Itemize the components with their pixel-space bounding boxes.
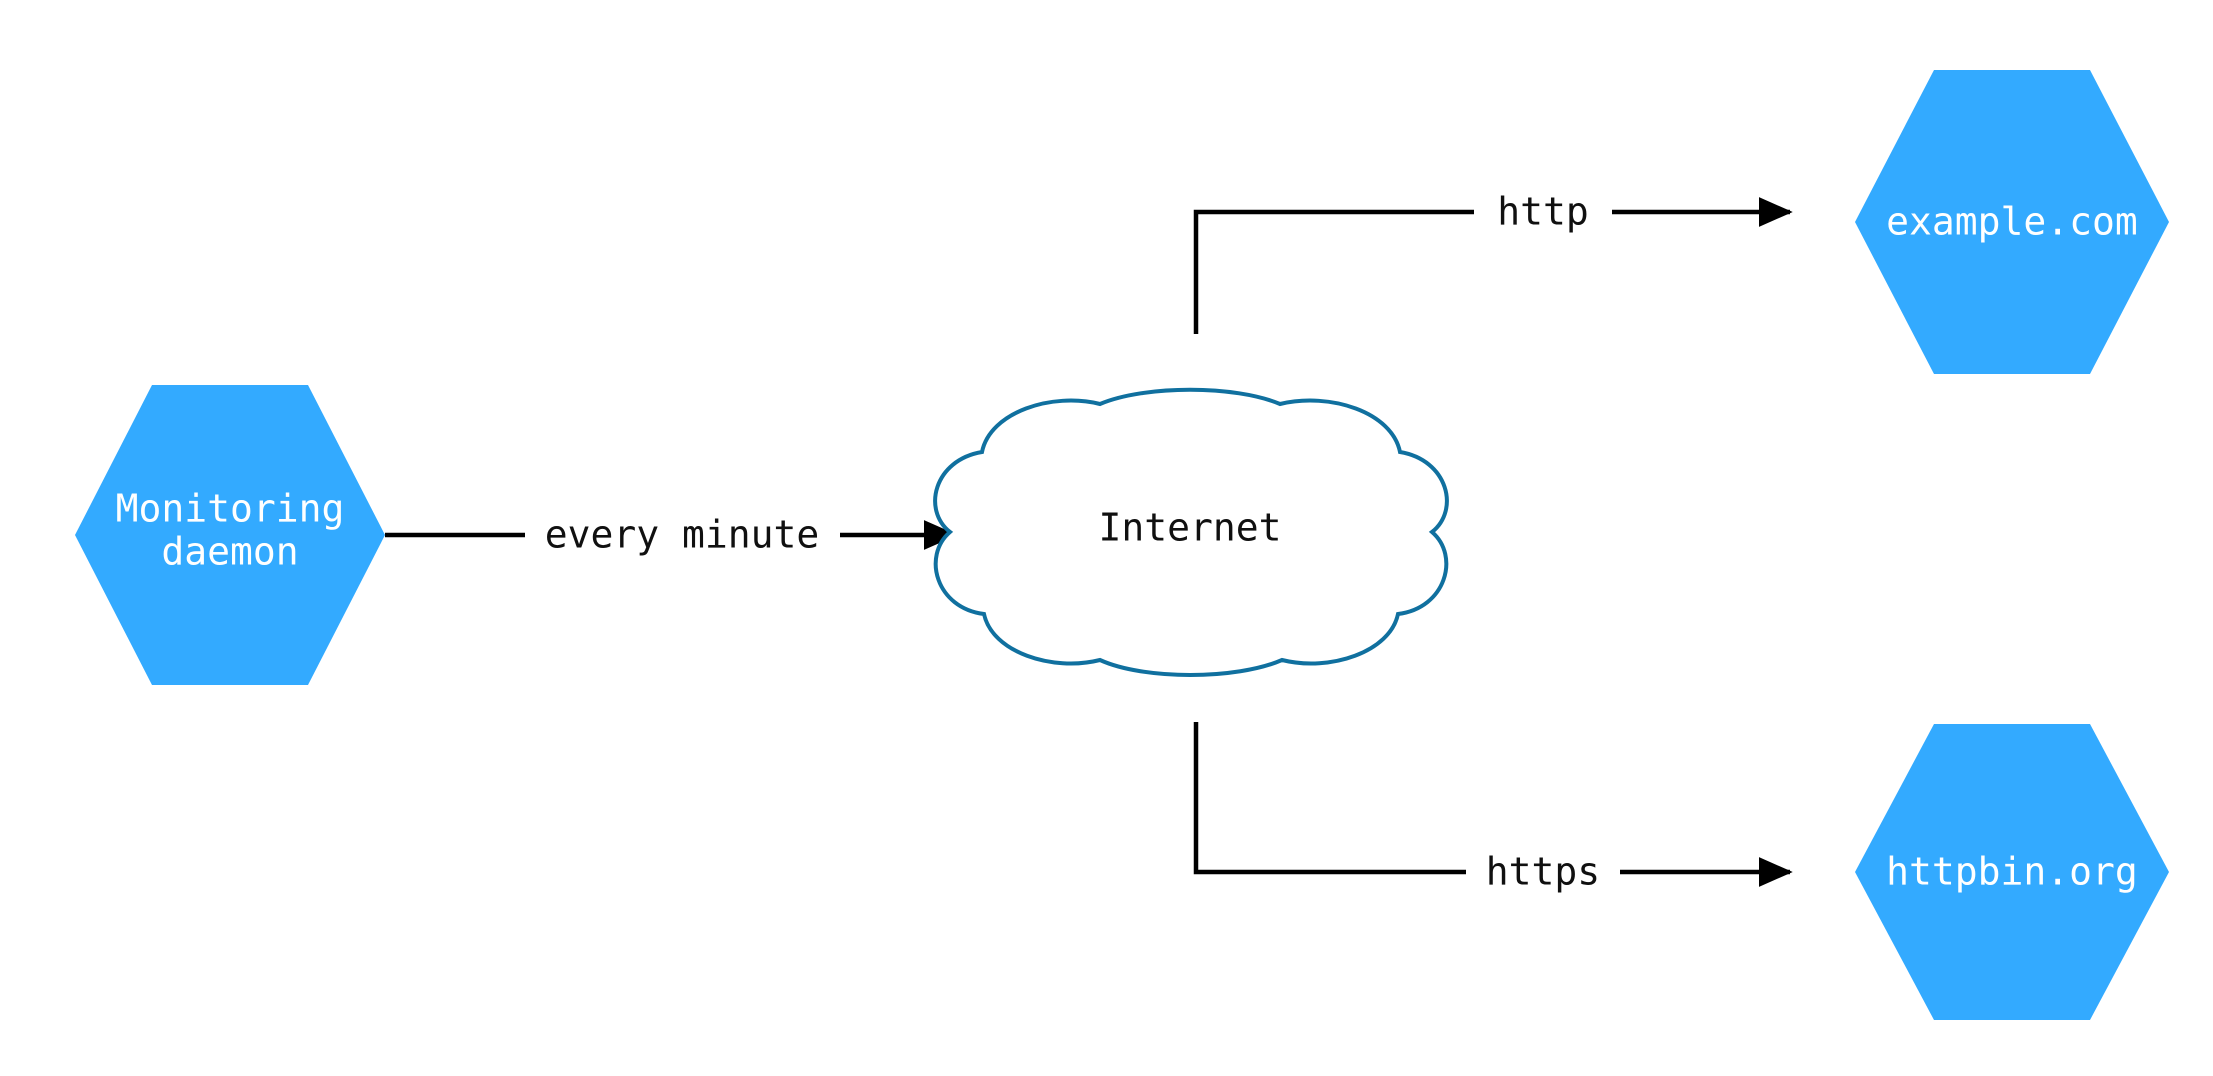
cloud-shape-internet (933, 387, 1449, 677)
node-label-example-com: example.com (1886, 200, 2138, 244)
node-monitoring-daemon[interactable]: Monitoring daemon (75, 385, 385, 685)
edge-http-elbow (1193, 209, 1474, 334)
edge-label-https: https (1486, 850, 1600, 894)
edge-label-every-minute: every minute (545, 513, 820, 557)
edge-label-http: http (1497, 190, 1589, 234)
node-label-monitoring-daemon-line1: Monitoring (116, 487, 345, 531)
hexagon-shape-monitoring-daemon (75, 385, 385, 685)
node-label-monitoring-daemon-line2: daemon (161, 530, 298, 574)
hexagon-shape-httpbin-org (1855, 724, 2169, 1020)
node-httpbin-org[interactable]: httpbin.org (1855, 724, 2169, 1020)
node-label-httpbin-org: httpbin.org (1886, 850, 2138, 894)
node-label-internet: Internet (1098, 506, 1281, 550)
edge-every-minute: every minute (385, 513, 958, 557)
node-internet[interactable]: Internet (933, 387, 1449, 677)
edge-https: https (1193, 722, 1793, 894)
hexagon-shape-example-com (1855, 70, 2169, 374)
node-example-com[interactable]: example.com (1855, 70, 2169, 374)
edge-http: http (1193, 190, 1793, 334)
edge-https-elbow (1193, 722, 1466, 875)
